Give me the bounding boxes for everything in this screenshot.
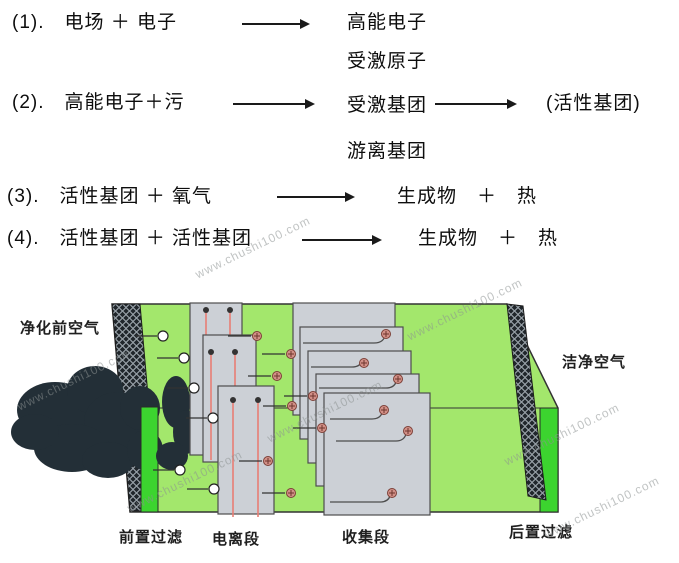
equation-1-lhs: (1). 电场 ＋ 电子 bbox=[12, 12, 178, 33]
equation-1-rhs: 高能电子 bbox=[347, 12, 428, 33]
reaction-arrow-3 bbox=[277, 191, 355, 202]
equation-2-product-bottom: 游离基团 bbox=[347, 141, 428, 162]
charge-mark-icon bbox=[288, 351, 294, 357]
charge-mark-icon bbox=[319, 425, 325, 431]
dust-particle-neutral bbox=[178, 352, 190, 364]
label-clean-air: 洁净空气 bbox=[562, 354, 627, 371]
label-inlet-air: 净化前空气 bbox=[20, 320, 101, 337]
ionizer-section bbox=[189, 302, 275, 517]
equation-2-product-mid: 受激基团 bbox=[347, 95, 428, 116]
charge-mark-icon bbox=[381, 407, 387, 413]
dust-particle-neutral bbox=[174, 464, 186, 476]
charge-mark-icon bbox=[274, 373, 280, 379]
label-collection: 收集段 bbox=[342, 529, 391, 546]
charge-mark-icon bbox=[289, 403, 295, 409]
reaction-arrow-1 bbox=[242, 18, 310, 29]
post-filter-mesh bbox=[506, 303, 547, 501]
collector-section bbox=[292, 302, 431, 516]
label-post-filter: 后置过滤 bbox=[509, 524, 574, 541]
reaction-arrow-4 bbox=[302, 234, 382, 245]
label-ionization: 电离段 bbox=[212, 531, 261, 548]
equation-4-rhs: 生成物 ＋ 热 bbox=[418, 228, 559, 249]
collector-plate-front bbox=[323, 392, 431, 516]
charge-mark-icon bbox=[254, 333, 260, 339]
reaction-arrow-2 bbox=[233, 98, 315, 109]
charge-mark-icon bbox=[361, 360, 367, 366]
equation-2-product-top: 受激原子 bbox=[347, 51, 428, 72]
charge-mark-icon bbox=[288, 490, 294, 496]
charge-mark-icon bbox=[395, 376, 401, 382]
charge-mark-icon bbox=[310, 393, 316, 399]
dust-particle-neutral bbox=[157, 330, 169, 342]
reaction-arrow-2b bbox=[435, 98, 517, 109]
dust-particle-neutral bbox=[208, 483, 220, 495]
charge-mark-icon bbox=[265, 458, 271, 464]
particle-layer bbox=[136, 329, 413, 498]
equation-3-lhs: (3). 活性基团 ＋ 氧气 bbox=[7, 186, 213, 207]
equation-2-rhs: (活性基团) bbox=[546, 93, 641, 114]
equation-3-rhs: 生成物 ＋ 热 bbox=[397, 186, 538, 207]
charge-mark-icon bbox=[383, 331, 389, 337]
dust-particle-neutral bbox=[207, 412, 219, 424]
charge-mark-icon bbox=[389, 490, 395, 496]
pre-filter-strip bbox=[140, 406, 159, 513]
equation-4-lhs: (4). 活性基团 ＋ 活性基团 bbox=[7, 228, 253, 249]
dust-particle-neutral bbox=[188, 382, 200, 394]
air-purifier-diagram bbox=[11, 302, 559, 517]
charge-mark-icon bbox=[405, 428, 411, 434]
ionizer-plate-front bbox=[217, 385, 275, 515]
label-pre-filter: 前置过滤 bbox=[119, 529, 184, 546]
equation-2-lhs: (2). 高能电子＋污 bbox=[12, 92, 185, 113]
